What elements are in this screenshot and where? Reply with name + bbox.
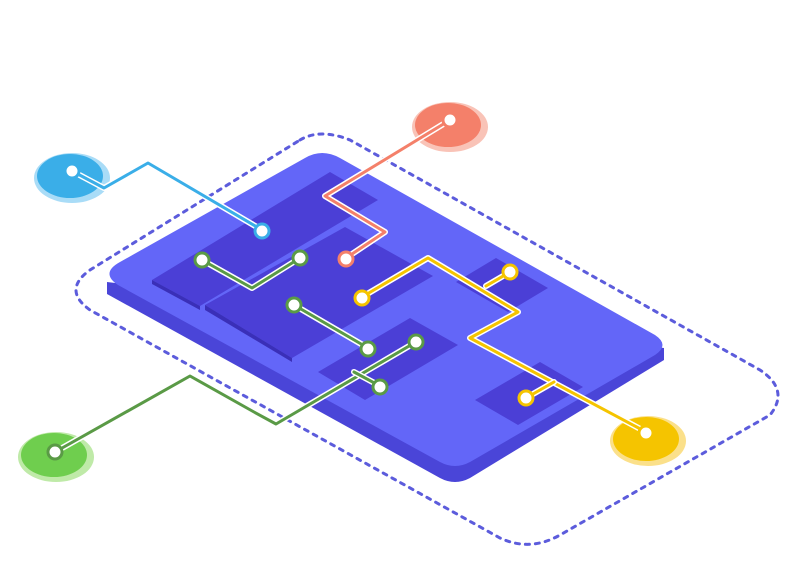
pad-yellow-b xyxy=(517,389,535,407)
pad-green-b xyxy=(291,249,309,267)
chip-top-left xyxy=(152,172,378,310)
pad-blue-end xyxy=(253,222,271,240)
board-top xyxy=(109,153,663,466)
dashed-outline xyxy=(74,132,780,546)
pad-green-c xyxy=(285,296,303,314)
pad-green-f xyxy=(371,378,389,396)
chip-right-small xyxy=(456,258,548,312)
pad-yellow-start xyxy=(353,289,371,307)
salmon-trace xyxy=(322,117,453,261)
pad-green-d xyxy=(359,340,377,358)
blue-trace xyxy=(69,160,265,233)
green-trace-left xyxy=(52,339,419,455)
green-trace-chip xyxy=(199,255,383,389)
chip-center xyxy=(205,227,433,362)
pad-green-start xyxy=(46,443,64,461)
pad-blue-start xyxy=(63,162,81,180)
pad-salmon-end xyxy=(337,250,355,268)
pad-yellow-a xyxy=(501,263,519,281)
pad-green-a xyxy=(193,251,211,269)
pad-green-e xyxy=(407,333,425,351)
pad-yellow-end xyxy=(637,424,655,442)
pad-salmon-start xyxy=(441,111,459,129)
